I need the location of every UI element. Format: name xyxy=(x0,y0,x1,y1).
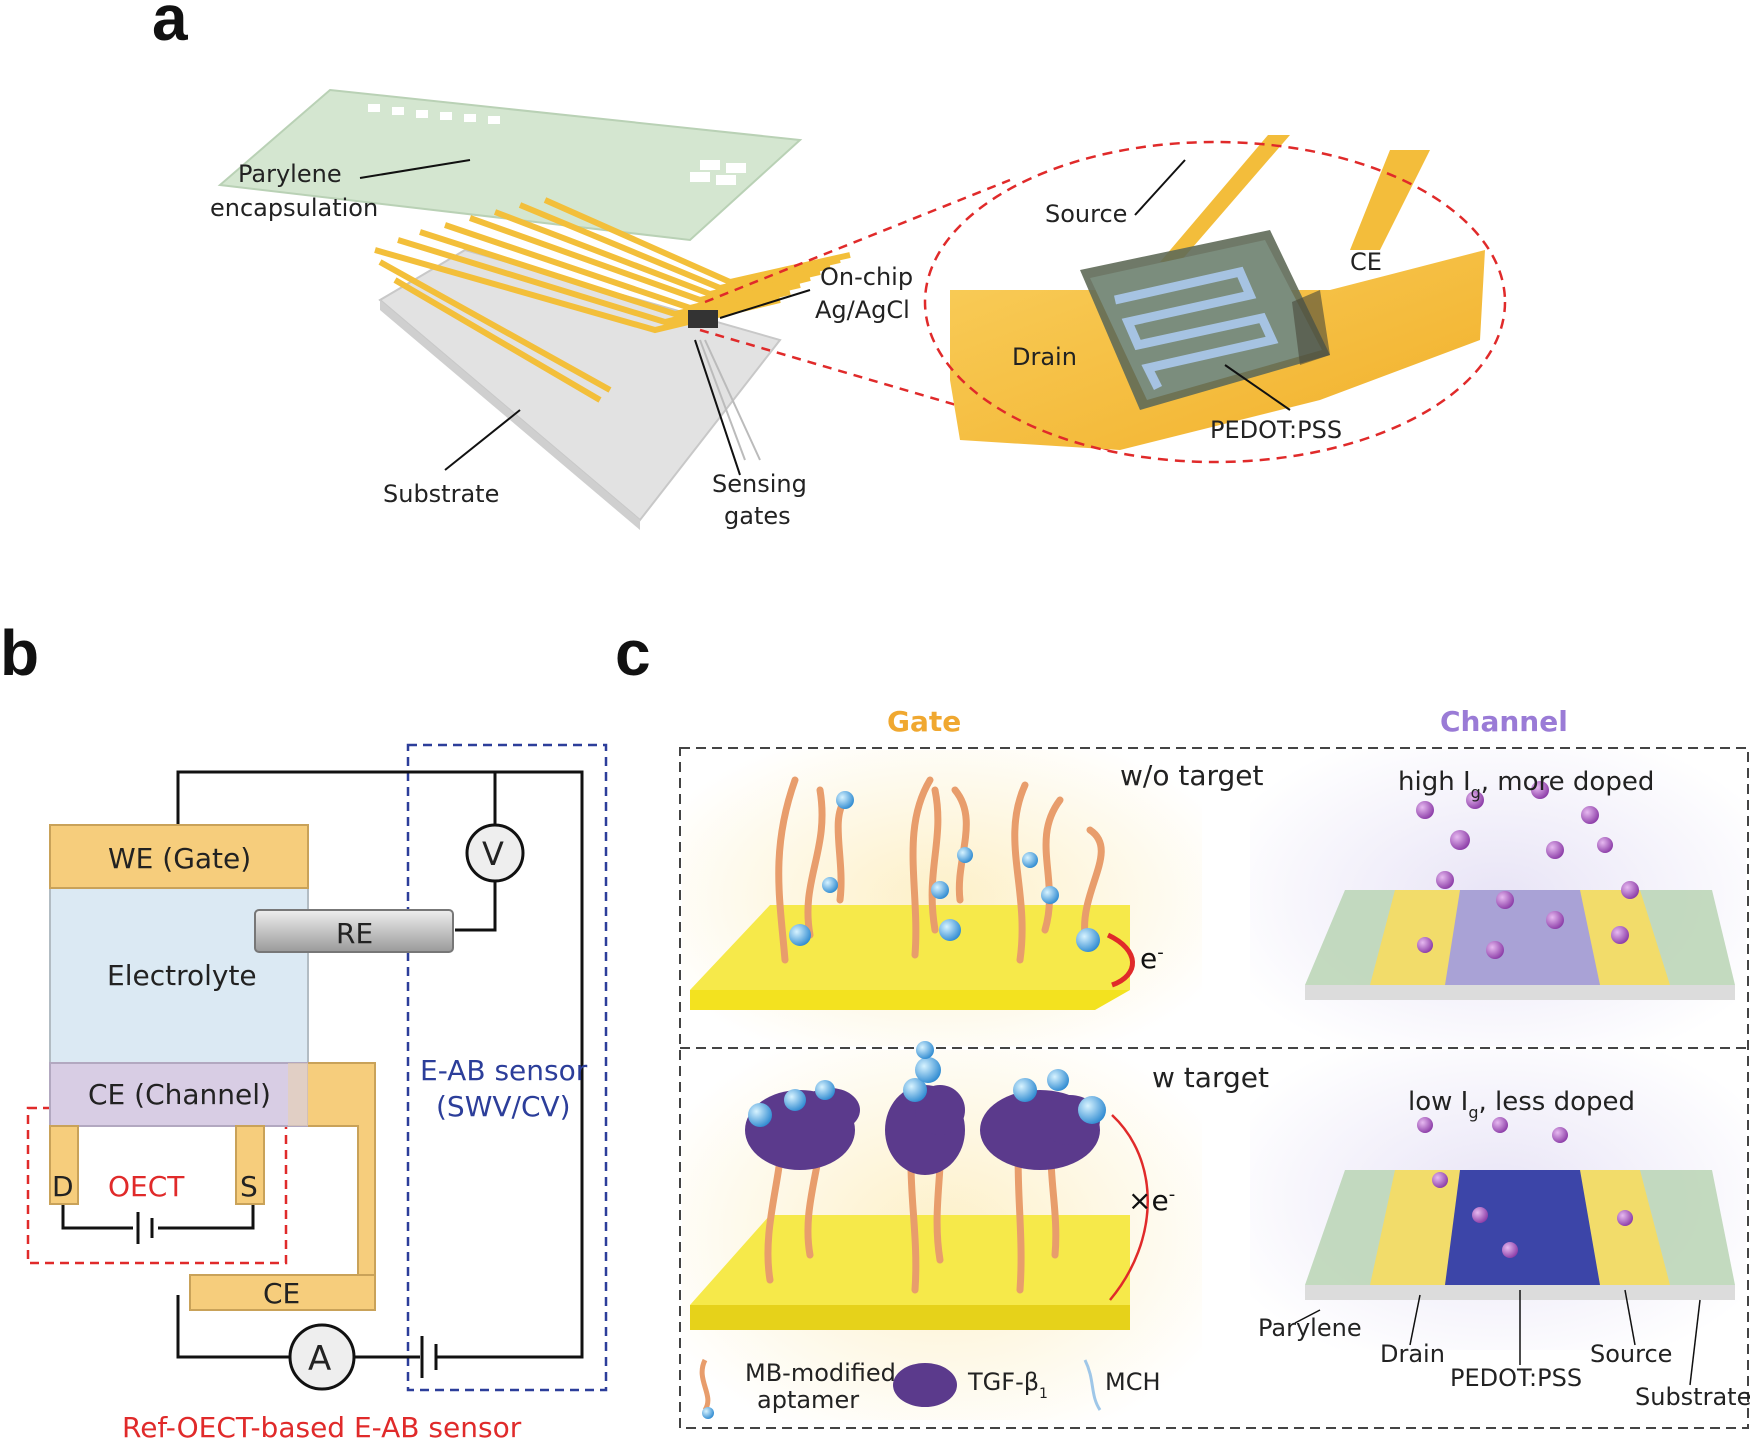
zoom-ellipse xyxy=(923,140,1507,464)
panel-label-b: b xyxy=(0,617,39,689)
label-onchip-1: On-chip xyxy=(820,263,913,291)
label-parylene-1: Parylene xyxy=(238,160,342,188)
drain-pad xyxy=(49,1125,79,1205)
label-ce-zoom: CE xyxy=(1350,248,1382,276)
label-substrate: Substrate xyxy=(383,480,499,508)
label-ce-channel: CE (Channel) xyxy=(88,1078,271,1111)
label-drain-c: Drain xyxy=(1380,1340,1445,1368)
channel-device-top xyxy=(1305,890,1735,1000)
parylene-sheet xyxy=(217,88,803,242)
agagcl-chip xyxy=(688,310,718,328)
mb-balls-bottom xyxy=(748,1041,1106,1127)
label-eab-2: (SWV/CV) xyxy=(436,1090,571,1123)
label-pedot-zoom: PEDOT:PSS xyxy=(1210,416,1342,444)
leader-onchip xyxy=(719,289,811,319)
zoom-line-top xyxy=(704,178,1011,304)
label-electrolyte: Electrolyte xyxy=(107,959,257,992)
label-channel: Channel xyxy=(1440,705,1568,738)
legend-mb-1: MB-modified xyxy=(745,1359,896,1387)
label-high-ig: high Ig, more doped xyxy=(1398,767,1654,802)
label-d: D xyxy=(52,1170,74,1203)
label-wo-target: w/o target xyxy=(1120,759,1264,792)
label-source: Source xyxy=(1045,200,1127,228)
electron-arrow-bottom xyxy=(1109,1114,1149,1301)
label-sensing-1: Sensing xyxy=(712,470,807,498)
label-parylene-2: encapsulation xyxy=(210,194,378,222)
device-leaders xyxy=(1294,1289,1701,1386)
channel-device-bottom xyxy=(1305,1170,1735,1300)
legend-tgf-icon xyxy=(893,1363,957,1407)
label-low-ig: low Ig, less doped xyxy=(1408,1087,1635,1122)
caption-b: Ref-OECT-based E-AB sensor xyxy=(122,1411,522,1443)
label-s: S xyxy=(240,1170,258,1203)
gold-traces xyxy=(374,197,851,403)
label-substrate-c: Substrate xyxy=(1635,1383,1750,1411)
voltmeter xyxy=(465,823,525,883)
substrate-edge xyxy=(380,300,640,530)
ions-top xyxy=(1416,781,1639,959)
label-sensing-2: gates xyxy=(724,502,791,530)
label-e-top: e- xyxy=(1140,942,1164,975)
leader-sensing xyxy=(694,339,741,476)
label-a: A xyxy=(308,1339,331,1379)
label-re: RE xyxy=(336,917,373,950)
label-w-target: w target xyxy=(1152,1061,1269,1094)
leader-substrate xyxy=(444,409,521,471)
leader-parylene xyxy=(359,159,471,179)
ce-bottom-box xyxy=(189,1274,376,1311)
electron-arrow-top xyxy=(1106,932,1135,988)
sensing-gate-lines xyxy=(699,339,746,461)
label-source-c: Source xyxy=(1590,1340,1672,1368)
label-oect: OECT xyxy=(108,1170,185,1203)
eab-sensor-box xyxy=(406,743,608,1392)
label-we-gate: WE (Gate) xyxy=(108,842,251,875)
label-v: V xyxy=(482,835,504,873)
label-parylene-c: Parylene xyxy=(1258,1314,1362,1342)
circuit-wires xyxy=(61,770,584,1359)
ce-channel-tint xyxy=(288,1063,308,1126)
we-gate-box xyxy=(49,824,309,889)
label-ce-bottom: CE xyxy=(263,1277,300,1310)
panel-c-box xyxy=(679,747,1749,1429)
re-electrode xyxy=(254,909,454,953)
aptamers-top xyxy=(775,776,1105,964)
legend-mch: MCH xyxy=(1105,1368,1161,1396)
label-drain-zoom: Drain xyxy=(1012,343,1077,371)
legend-mch-icon xyxy=(1083,1359,1102,1411)
legend-tgf: TGF-β1 xyxy=(967,1368,1048,1402)
ions-bottom xyxy=(1417,1117,1633,1258)
tgf-clusters xyxy=(745,1085,1100,1175)
label-pedot-c: PEDOT:PSS xyxy=(1450,1364,1582,1392)
label-x-e: ×e- xyxy=(1128,1184,1175,1217)
panel-label-a: a xyxy=(152,0,188,54)
zoomed-oect xyxy=(950,135,1485,450)
legend-aptamer-icon xyxy=(699,1358,711,1412)
gate-platform-top xyxy=(690,990,1130,1010)
panel-label-c: c xyxy=(615,617,651,689)
mb-balls-top xyxy=(789,791,1100,952)
label-gate: Gate xyxy=(887,705,961,738)
ammeter xyxy=(288,1323,356,1391)
label-onchip-2: Ag/AgCl xyxy=(815,296,910,324)
label-eab-1: E-AB sensor xyxy=(420,1054,588,1087)
parylene-openings xyxy=(368,104,746,185)
source-pad xyxy=(235,1125,265,1205)
legend-mb-2: aptamer xyxy=(757,1386,859,1414)
